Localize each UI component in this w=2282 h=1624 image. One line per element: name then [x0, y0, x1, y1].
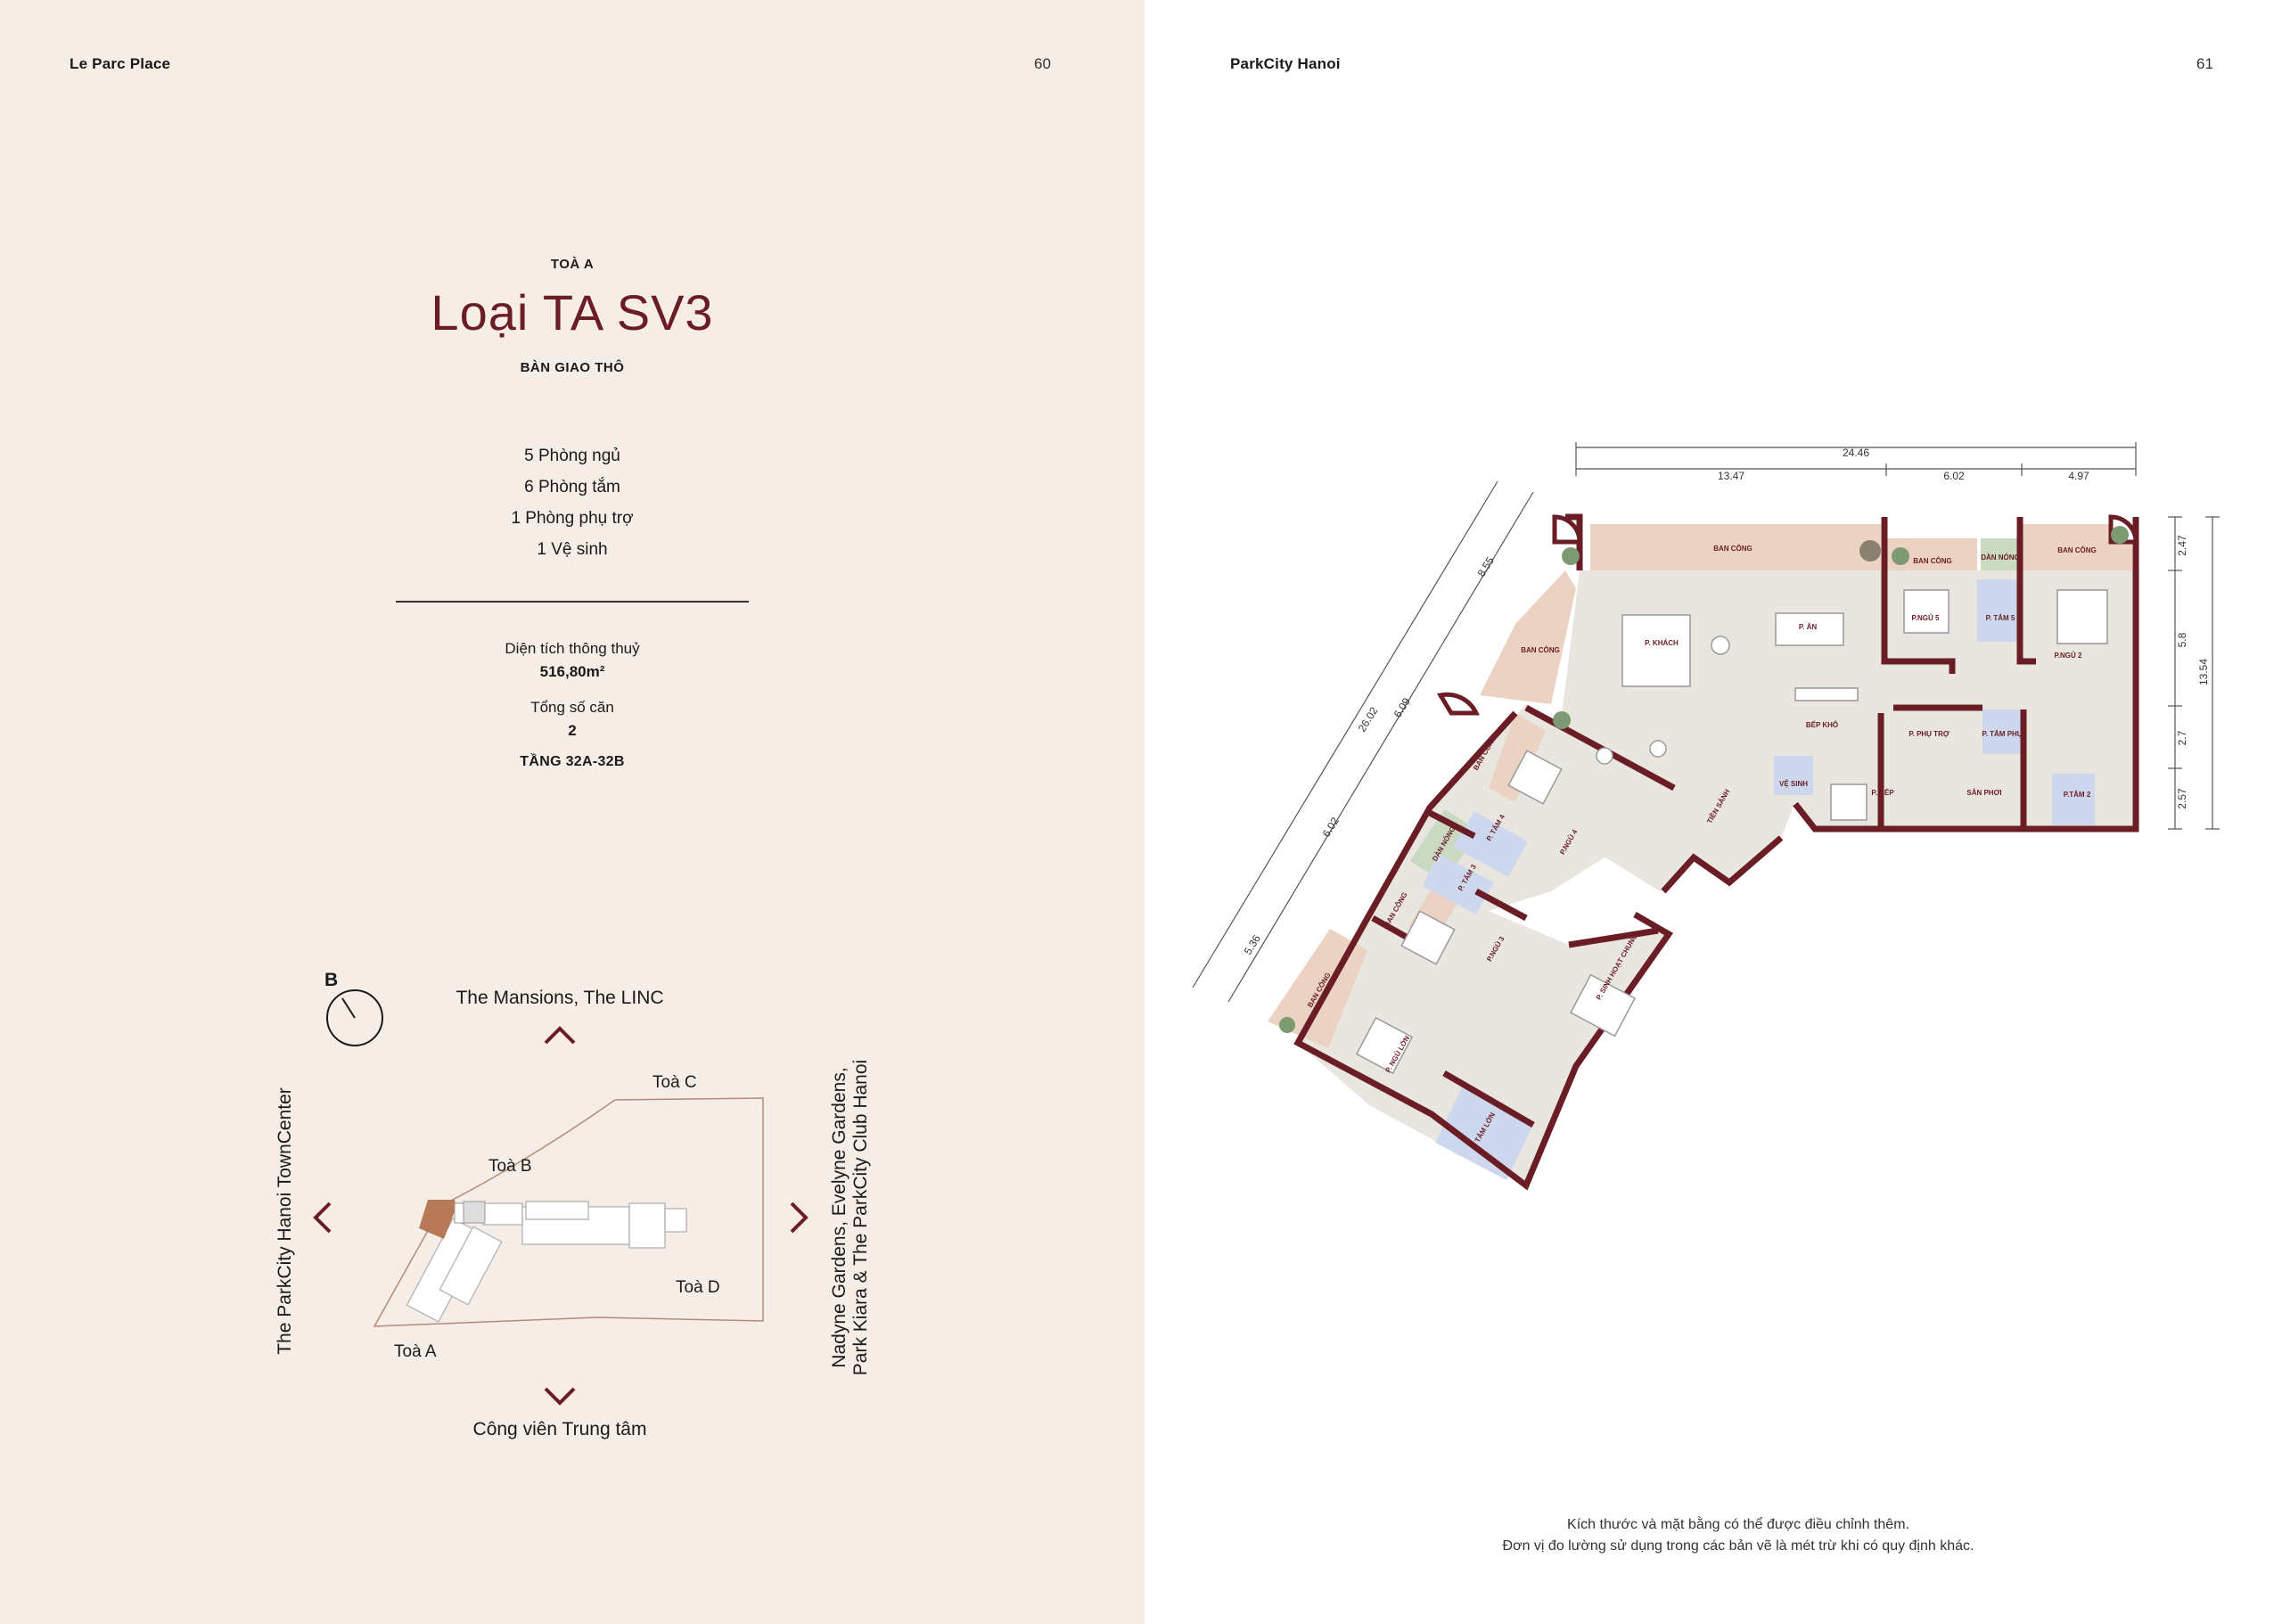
room-bedroom-2: P.NGỦ 2: [2055, 652, 2083, 660]
site-south-label: Công viên Trung tâm: [472, 1419, 647, 1439]
dimension-lines-diagonal: [1192, 480, 1534, 1003]
dim-right-1: 2.47: [2176, 535, 2188, 556]
disclaimer-line1: Kích thước và mặt bằng có thể được điều …: [1567, 1517, 1909, 1532]
room-list: 5 Phòng ngủ 6 Phòng tắm 1 Phòng phụ trợ …: [394, 440, 751, 565]
room-balcony-4: BAN CÔNG: [1521, 646, 1560, 654]
chevron-down-icon: [544, 1387, 576, 1406]
site-east-label: Nadyne Gardens, Evelyne Gardens, Park Ki…: [829, 1060, 872, 1375]
room-balcony-3: BAN CÔNG: [2057, 546, 2097, 554]
handover-label: BÀN GIAO THÔ: [520, 360, 625, 375]
floors-label: TẦNG 32A-32B: [520, 754, 625, 769]
room-balcony-1: BAN CÔNG: [1713, 545, 1753, 553]
brand-right: ParkCity Hanoi: [1230, 55, 1341, 72]
site-east-line2: Park Kiara & The ParkCity Club Hanoi: [850, 1059, 871, 1376]
tower-d-label: Toà D: [676, 1278, 720, 1297]
corner-detail: [1552, 514, 1582, 545]
floor-area: [1268, 524, 2139, 1185]
left-page: Le Parc Place 60 TOÀ A Loại TA SV3 BÀN G…: [0, 0, 1145, 1624]
dim-top-1: 13.47: [1718, 470, 1744, 482]
room-count-utility: 1 Phòng phụ trợ: [511, 509, 634, 528]
plant-icons: [1279, 526, 2129, 1033]
chevron-up-icon: [544, 1026, 576, 1045]
dim-top-2: 6.02: [1943, 470, 1965, 482]
dim-top-3: 4.97: [2068, 470, 2089, 482]
divider: [396, 601, 749, 603]
walls: [1293, 513, 2139, 1191]
room-count-toilet: 1 Vệ sinh: [537, 540, 608, 559]
room-kitchen: P. BẾP: [1871, 788, 1894, 797]
dim-right-total: 13.54: [2197, 659, 2210, 685]
site-east-line1: Nadyne Gardens, Evelyne Gardens,: [829, 1067, 850, 1368]
area-label: Diện tích thông thuỷ: [505, 640, 640, 657]
site-north-label: The Mansions, The LINC: [456, 988, 664, 1008]
room-outdoor-unit: DÀN NÓNG: [1981, 554, 2020, 562]
site-west-label: The ParkCity Hanoi TownCenter: [275, 1087, 295, 1355]
dim-right-2: 5.8: [2176, 632, 2188, 647]
room-toilet: VỆ SINH: [1779, 780, 1808, 788]
building-label: TOÀ A: [550, 257, 595, 272]
room-bedroom-5: P.NGỦ 5: [1912, 614, 1941, 622]
units-label: Tổng số căn: [530, 699, 614, 716]
chevron-right-icon: [790, 1202, 809, 1234]
room-aux-bath: P. TẮM PHỤ: [1982, 730, 2022, 738]
page-number-left: 60: [1034, 55, 1051, 72]
site-plan: [373, 1097, 764, 1327]
area-value: 516,80m²: [539, 663, 605, 680]
units-value: 2: [568, 722, 577, 739]
disclaimer-line2: Đơn vị đo lường sử dụng trong các bản vẽ…: [1502, 1538, 1974, 1554]
compass-icon: [326, 989, 383, 1046]
page-title: Loại TA SV3: [431, 284, 714, 340]
room-living: P. KHÁCH: [1645, 639, 1679, 647]
dimension-lines-top: [1575, 442, 2137, 476]
room-bath-5: P. TẮM 5: [1986, 614, 2015, 622]
dim-diag-5: 5.36: [1242, 932, 1263, 957]
room-bath-2: P.TẮM 2: [2064, 791, 2091, 799]
room-laundry: SÂN PHƠI: [1966, 789, 2001, 797]
tower-c-label: Toà C: [653, 1073, 697, 1092]
compass-label: B: [324, 970, 339, 990]
chevron-left-icon: [313, 1202, 332, 1234]
dim-right-4: 2.57: [2176, 788, 2188, 809]
dim-top-total: 24.46: [1843, 447, 1869, 459]
dim-diag-3: 26.02: [1356, 704, 1381, 734]
room-dining: P. ĂN: [1799, 623, 1818, 631]
room-count-bathroom: 6 Phòng tắm: [524, 478, 620, 496]
room-utility: P. PHỤ TRỢ: [1909, 730, 1950, 738]
corner-detail: [1437, 692, 1480, 716]
room-balcony-2: BAN CÔNG: [1913, 557, 1952, 565]
room-dry-kitchen: BẾP KHÔ: [1806, 720, 1838, 729]
dimension-lines-right: [2168, 516, 2220, 830]
room-count-bedroom: 5 Phòng ngủ: [524, 447, 620, 465]
furniture: [1355, 589, 2108, 1075]
brand-left: Le Parc Place: [70, 55, 171, 72]
page-number-right: 61: [2196, 55, 2213, 72]
floor-plan: 24.46 13.47 6.02 4.97 2.47 5.8 2.7 2.57 …: [1192, 442, 2220, 1191]
dim-right-3: 2.7: [2176, 730, 2188, 745]
tower-a-label: Toà A: [394, 1342, 437, 1361]
tower-b-label: Toà B: [488, 1157, 532, 1176]
